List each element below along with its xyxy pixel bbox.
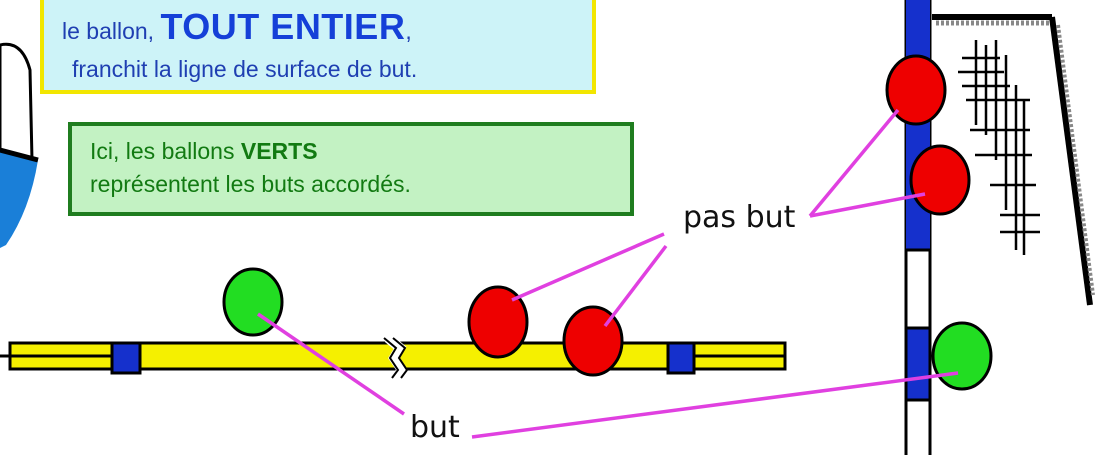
goal-net bbox=[958, 40, 1040, 255]
no-goal-ball-at-post-2 bbox=[909, 144, 971, 216]
rule-prefix: le ballon, bbox=[62, 18, 155, 44]
rule-box: le ballon, TOUT ENTIER, franchit la lign… bbox=[40, 0, 596, 94]
legend-box: Ici, les ballons VERTS représentent les … bbox=[68, 122, 634, 216]
goal-frame bbox=[932, 14, 1095, 306]
goal-line bbox=[0, 334, 787, 381]
rule-suffix: , bbox=[405, 18, 412, 44]
no-goal-ball-on-line-1 bbox=[467, 285, 529, 359]
legend-prefix: Ici, les ballons bbox=[90, 138, 235, 164]
pointer-lines bbox=[257, 108, 959, 439]
no-goal-ball-at-post-1 bbox=[885, 54, 947, 126]
rule-line-2: franchit la ligne de surface de but. bbox=[72, 56, 418, 82]
ball-illustration-fragment bbox=[0, 42, 39, 248]
legend-line-2: représentent les buts accordés. bbox=[90, 171, 411, 197]
goal-ball-at-post bbox=[931, 321, 993, 391]
label-not-goal: pas but bbox=[683, 200, 796, 235]
rule-emphasis: TOUT ENTIER bbox=[160, 6, 406, 47]
label-goal: but bbox=[410, 410, 460, 445]
legend-line-1: Ici, les ballons VERTS bbox=[90, 138, 318, 165]
rule-line-1: le ballon, TOUT ENTIER, bbox=[62, 6, 412, 48]
legend-emphasis: VERTS bbox=[240, 138, 318, 164]
